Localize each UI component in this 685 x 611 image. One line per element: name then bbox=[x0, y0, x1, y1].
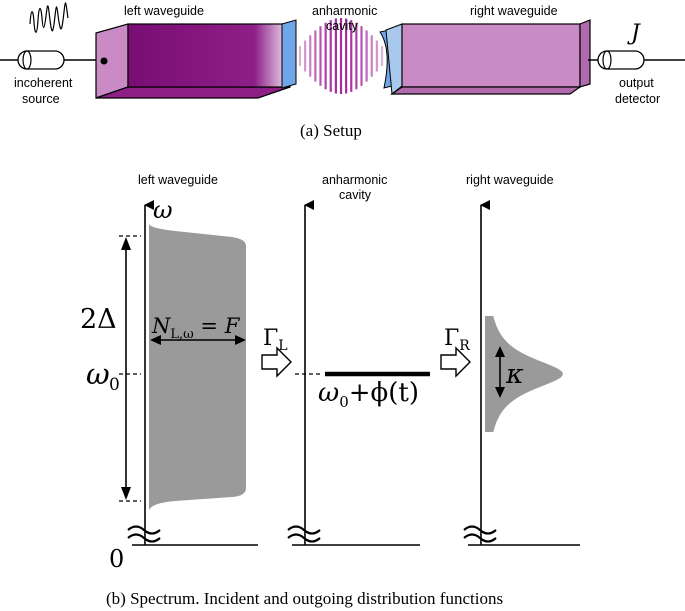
omega0-label: ω bbox=[86, 357, 110, 391]
spectrum-left-title: left waveguide bbox=[138, 173, 218, 187]
detector-label-line2: detector bbox=[615, 92, 660, 106]
occupation-arrow bbox=[150, 335, 246, 345]
gamma-l-label: ΓL bbox=[263, 326, 288, 354]
kappa-label: κ bbox=[505, 359, 524, 390]
gamma-r-arrow bbox=[440, 346, 471, 378]
detector-label-line1: output bbox=[619, 76, 654, 90]
current-symbol: J bbox=[627, 21, 641, 46]
spectrum-right-title: right waveguide bbox=[466, 173, 554, 187]
spectrum-caption: (b) Spectrum. Incident and outgoing dist… bbox=[106, 589, 503, 608]
left-waveguide bbox=[95, 19, 297, 99]
left-waveguide-label: left waveguide bbox=[124, 4, 204, 18]
right-waveguide bbox=[379, 19, 591, 95]
spectrum-cavity-title-line1: anharmonic bbox=[322, 173, 387, 187]
source-label-line1: incoherent bbox=[14, 76, 73, 90]
right-waveguide-label: right waveguide bbox=[470, 4, 558, 18]
cavity-label-line2: cavity bbox=[326, 19, 359, 33]
cavity-fringes bbox=[298, 18, 384, 94]
bandwidth-bracket bbox=[119, 235, 141, 502]
outgoing-distribution bbox=[485, 316, 563, 432]
right-frequency-axis bbox=[463, 200, 580, 546]
setup-panel: incoherent source left waveguide anharmo… bbox=[0, 2, 685, 140]
noise-waveform bbox=[29, 2, 69, 33]
setup-caption: (a) Setup bbox=[300, 121, 362, 140]
source-label-line2: source bbox=[22, 92, 60, 106]
cavity-label-line1: anharmonic bbox=[312, 4, 377, 18]
source-connector bbox=[17, 50, 65, 70]
kappa-arrow bbox=[495, 346, 505, 398]
incident-distribution bbox=[149, 224, 246, 510]
occupation-label: NL,ω = F bbox=[151, 314, 241, 342]
coupling-port-dot bbox=[100, 57, 108, 65]
gamma-l-arrow bbox=[261, 346, 292, 378]
cavity-level-label: ω0+ϕ(t) bbox=[318, 378, 419, 411]
spectrum-cavity-title-line2: cavity bbox=[339, 188, 372, 202]
omega-axis-label: ω bbox=[153, 196, 173, 224]
zero-label: 0 bbox=[109, 545, 124, 573]
omega0-subscript: 0 bbox=[109, 375, 120, 395]
gamma-r-label: ΓR bbox=[444, 326, 470, 354]
two-delta-label: 2Δ bbox=[80, 304, 117, 335]
cavity-frequency-axis bbox=[287, 200, 420, 546]
spectrum-panel: left waveguide anharmonic cavity right w… bbox=[80, 173, 580, 608]
detector-connector bbox=[597, 50, 645, 70]
left-frequency-axis bbox=[127, 200, 258, 546]
